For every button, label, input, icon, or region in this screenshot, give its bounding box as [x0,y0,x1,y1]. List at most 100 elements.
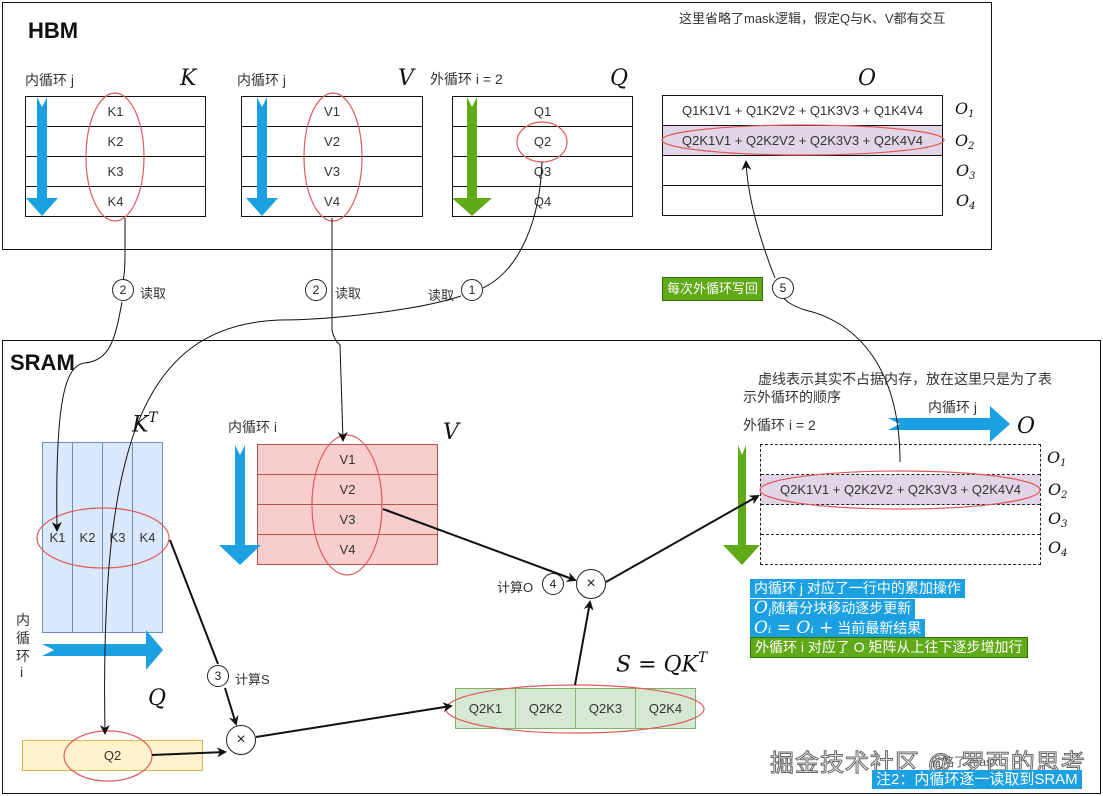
hbm-o-row-label: O3 [956,161,976,182]
sram-kt-col: K1 [43,443,73,632]
hbm-q-row: Q2 [453,127,632,157]
cell-text: V2 [339,482,356,497]
hbm-k-row: K4 [26,187,205,216]
step-4-label: 计算O [497,580,534,595]
cell-text: V3 [324,164,340,179]
sram-o-note-line2: 示外循环的顺序 [743,389,841,405]
cell-text: V4 [324,194,340,209]
step-1-label: 读取 [428,288,455,303]
hbm-k-loop-label: 内循环 j [25,72,74,88]
cell-text: V1 [324,104,340,119]
hbm-v-matrix-label: V [398,66,414,91]
sram-kt-block: K1 K2 K3 K4 [42,442,163,633]
hbm-q-table: Q1 Q2 Q3 Q4 [452,96,633,217]
cell-text: V3 [339,512,356,527]
cell-text: K2 [107,134,124,149]
sram-v-row: V1 [258,445,437,475]
step-4-marker: 4 [542,573,564,595]
hbm-v-loop-label: 内循环 j [237,72,286,88]
sram-kt-loop-char: 内 [16,612,30,628]
sram-s-col: Q2K2 [516,689,576,728]
sram-v-row: V2 [258,475,437,505]
sram-o-row [761,505,1040,535]
hbm-v-row: V1 [242,97,422,127]
sram-o-inner-loop-label: 内循环 j [928,399,977,415]
sram-v-block: V1 V2 V3 V4 [257,444,438,565]
sram-v-row: V4 [258,535,437,564]
cell-text: Q2K4 [648,701,683,716]
sram-v-loop-label: 内循环 i [228,419,277,435]
sram-q-matrix-label: Q [148,686,167,711]
step-3-label: 计算S [235,672,270,687]
cell-text: Q1K1V1 + Q1K2V2 + Q1K3V3 + Q1K4V4 [681,103,924,118]
hidden-note-text: 省略了 mask [930,755,999,769]
sram-kt-col: K2 [73,443,103,632]
step-3-marker: 3 [207,665,229,687]
cell-text: Q1 [533,104,552,119]
step-2-v-label: 读取 [335,286,362,301]
sram-q-block: Q2 [22,740,203,771]
cell-text: K2 [79,530,96,545]
sram-o-matrix-label: O [1017,414,1036,439]
hbm-note: 这里省略了mask逻辑，假定Q与K、V都有交互 [679,11,946,26]
cell-text: V4 [339,542,356,557]
sram-kt-loop-char: 环 [16,648,30,664]
sram-q-row: Q2 [23,741,202,770]
multiply-op-o: × [576,569,606,599]
cell-text: Q2K1V1 + Q2K2V2 + Q2K3V3 + Q2K4V4 [681,133,924,148]
sram-region [2,340,1101,794]
cell-text: Q2K3 [588,701,623,716]
hbm-o-row-highlighted: Q2K1V1 + Q2K2V2 + Q2K3V3 + Q2K4V4 [663,126,942,156]
hbm-o-matrix-label: O [858,66,877,91]
sram-o-row-label: O1 [1047,448,1067,469]
hbm-k-row: K3 [26,157,205,187]
sram-o-note-line1: 虚线表示其实不占据内存，放在这里只是为了表 [758,371,1052,387]
step-2-k-label: 读取 [140,286,167,301]
sram-s-col: Q2K1 [456,689,516,728]
hbm-v-table: V1 V2 V3 V4 [241,96,423,217]
sram-s-col: Q2K4 [636,689,695,728]
cell-text: Q2K1 [468,701,503,716]
sram-title: SRAM [10,350,75,375]
sram-o-row-highlighted: Q2K1V1 + Q2K2V2 + Q2K3V3 + Q2K4V4 [761,475,1040,505]
multiply-op-s: × [226,725,256,755]
hbm-k-row: K1 [26,97,205,127]
sram-v-row: V3 [258,505,437,535]
hbm-v-row: V2 [242,127,422,157]
cell-text: K1 [49,530,66,545]
cell-text: Q2 [533,134,552,149]
hbm-o-row-label: O2 [955,131,975,152]
sram-o-row-label: O4 [1048,538,1068,559]
hbm-q-row: Q4 [453,187,632,216]
hbm-v-row: V3 [242,157,422,187]
hbm-k-matrix-label: K [180,66,197,91]
hbm-q-matrix-label: Q [610,66,629,91]
hbm-q-row: Q3 [453,157,632,187]
sram-kt-col: K3 [103,443,133,632]
note-oi-formula: Oᵢ = Oᵢ + 当前最新结果 [750,619,926,638]
sram-o-row-label: O2 [1048,480,1068,501]
hbm-o-row-label: O1 [955,99,975,120]
sram-kt-col: K4 [133,443,162,632]
cell-text: Q3 [533,164,552,179]
step-2-v-marker: 2 [305,279,327,301]
cell-text: K1 [107,104,124,119]
step-1-marker: 1 [461,279,483,301]
hbm-o-row-label: O4 [956,191,976,212]
step-2-k-marker: 2 [112,279,134,301]
hbm-k-row: K2 [26,127,205,157]
cell-text: Q4 [533,194,552,209]
sram-o-row [761,535,1040,564]
hbm-v-row: V4 [242,187,422,216]
cell-text: V2 [324,134,340,149]
sram-v-matrix-label: V [443,420,459,445]
note-outer-loop: 外循环 i 对应了 O 矩阵从上往下逐步增加行 [750,637,1028,658]
sram-o-block: Q2K1V1 + Q2K2V2 + Q2K3V3 + Q2K4V4 [760,444,1041,565]
cell-text: K3 [109,530,126,545]
hbm-q-loop-label: 外循环 i = 2 [430,71,503,87]
cell-text: V1 [339,452,356,467]
sram-o-outer-loop-label: 外循环 i = 2 [743,417,816,433]
step-5-writeback-label: 每次外循环写回 [662,277,764,301]
cell-text: Q2 [103,748,122,763]
hbm-o-table: Q1K1V1 + Q1K2V2 + Q1K3V3 + Q1K4V4 Q2K1V1… [662,95,943,216]
